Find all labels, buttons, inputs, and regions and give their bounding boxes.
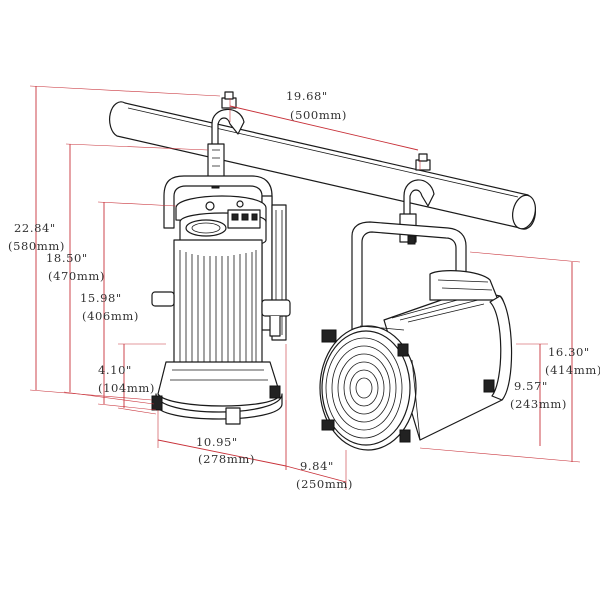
label-depth-mm: (250mm) [296, 477, 353, 491]
label-body-height-inch: 15.98" [80, 291, 122, 305]
dimension-lines [29, 85, 581, 490]
label-side-height-mm: (414mm) [545, 363, 600, 377]
label-pipe-spacing-inch: 19.68" [286, 89, 328, 103]
label-body-height-mm: (406mm) [82, 309, 139, 323]
body-cylinder-left [151, 239, 291, 366]
label-total-height-inch: 22.84" [14, 221, 56, 235]
label-base-height-inch: 4.10" [98, 363, 132, 377]
label-hang-height-mm: (470mm) [48, 269, 105, 283]
label-lens-height-inch: 9.57" [514, 379, 548, 393]
label-total-height-mm: (580mm) [8, 239, 65, 253]
rear-housing-left [175, 195, 267, 249]
dimension-labels: 19.68" (500mm) 22.84" (580mm) 18.50" (47… [8, 89, 600, 491]
fixture-angled-view [319, 153, 513, 451]
label-width-inch: 10.95" [196, 435, 238, 449]
label-hang-height-inch: 18.50" [46, 251, 88, 265]
lens-base-left [151, 361, 283, 425]
label-base-height-mm: (104mm) [98, 381, 155, 395]
label-pipe-spacing-mm: (500mm) [290, 108, 347, 122]
label-lens-height-mm: (243mm) [510, 397, 567, 411]
fresnel-lens-right [319, 325, 421, 451]
label-depth-inch: 9.84" [300, 459, 334, 473]
label-width-mm: (278mm) [198, 452, 255, 466]
label-side-height-inch: 16.30" [548, 345, 590, 359]
fixture-front-view [151, 91, 291, 425]
